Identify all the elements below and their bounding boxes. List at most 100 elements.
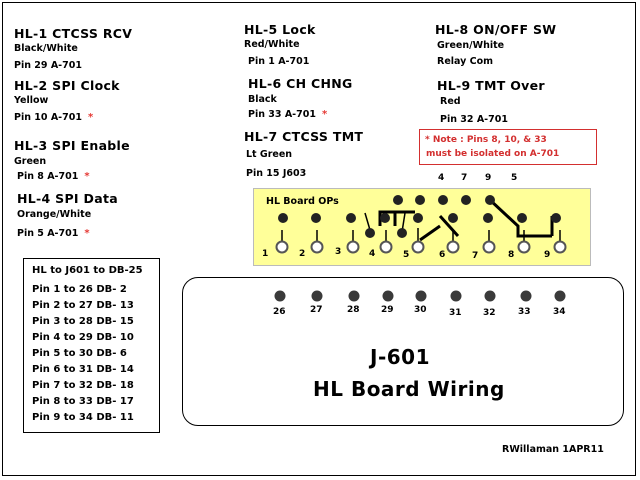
hl7-wire: Lt Green — [246, 149, 293, 160]
connector-pin — [450, 290, 462, 302]
top-socket — [346, 213, 356, 223]
top-pin-number: 5 — [511, 173, 517, 183]
hl3-wire: Green — [14, 156, 47, 167]
board-pin-numbers: 1 2 3 4 5 6 7 8 9 — [262, 247, 550, 261]
hl1-title: HL-1 CTCSS RCV — [14, 26, 133, 41]
connector-pin-number: 30 — [414, 305, 427, 315]
connector-pin-row — [274, 290, 566, 302]
connector-pin-number: 34 — [553, 307, 566, 317]
board-pin-number: 5 — [403, 250, 409, 260]
hl6-wire: Black — [248, 94, 277, 105]
hl2-pin-row: Pin 10 A-701 * — [14, 112, 93, 123]
hl4-wire: Orange/White — [17, 209, 92, 220]
hl9-wire: Red — [440, 96, 461, 107]
top-socket — [438, 195, 448, 205]
board-pin-number: 9 — [544, 250, 550, 260]
hl2-title: HL-2 SPI Clock — [14, 78, 120, 93]
connector-pin-number: 28 — [347, 305, 360, 315]
hl-board-label: HL Board OPs — [266, 196, 339, 207]
lead-line — [364, 212, 371, 231]
top-socket — [517, 213, 527, 223]
top-socket — [448, 213, 458, 223]
board-pin-number: 3 — [335, 247, 341, 257]
xref-title: HL to J601 to DB-25 — [32, 265, 143, 276]
hl1-pin: Pin 29 A-701 — [14, 60, 82, 71]
top-socket — [365, 228, 375, 238]
top-socket — [413, 213, 423, 223]
hl3-title: HL-3 SPI Enable — [14, 138, 130, 153]
top-socket — [461, 195, 471, 205]
hl9-title: HL-9 TMT Over — [437, 78, 545, 93]
connector-pin-number: 27 — [310, 305, 323, 315]
hl2-asterisk: * — [87, 112, 94, 123]
board-pin-number: 7 — [472, 251, 478, 261]
hl1-wire: Black/White — [14, 43, 78, 54]
hl5-pin: Pin 1 A-701 — [248, 56, 310, 67]
hl8-pin: Relay Com — [437, 56, 494, 67]
connector-pin — [274, 290, 286, 302]
hl5-wire: Red/White — [244, 39, 300, 50]
xref-row: Pin 8 to 33 DB- 17 — [32, 396, 134, 407]
board-pin-number: 1 — [262, 249, 268, 259]
signature: RWillaman 1APR11 — [502, 444, 604, 455]
board-pin-number: 8 — [508, 250, 514, 260]
connector-pin-number: 33 — [518, 307, 531, 317]
isolation-note-box: * Note : Pins 8, 10, & 33 must be isolat… — [419, 129, 597, 165]
board-pin-number: 4 — [369, 249, 375, 259]
top-pin-numbers: 4 7 9 5 — [438, 173, 517, 183]
top-pin-number: 7 — [461, 173, 467, 183]
top-socket — [397, 228, 407, 238]
hl7-title: HL-7 CTCSS TMT — [244, 129, 364, 144]
top-socket — [380, 213, 390, 223]
pin-cross-reference-box: HL to J601 to DB-25 Pin 1 to 26 DB- 2 Pi… — [23, 258, 160, 433]
connector-pin-number: 31 — [449, 308, 462, 318]
hl3-asterisk: * — [84, 171, 90, 182]
hl8-title: HL-8 ON/OFF SW — [435, 22, 557, 37]
hl8-wire: Green/White — [437, 40, 505, 51]
note-line-2: must be isolated on A-701 — [426, 149, 560, 159]
hl2-wire: Yellow — [14, 95, 49, 106]
diagram-frame — [2, 2, 636, 476]
hl3-pin-row: Pin 8 A-701 * — [17, 171, 90, 182]
output-pad — [411, 240, 425, 254]
hl4-title: HL-4 SPI Data — [17, 191, 118, 206]
hl6-asterisk: * — [321, 109, 328, 120]
wire-segment — [419, 224, 441, 242]
wire-segment — [438, 214, 460, 238]
top-socket — [278, 213, 288, 223]
connector-pin — [382, 290, 394, 302]
hl3-pin: Pin 8 A-701 — [17, 171, 79, 182]
xref-row: Pin 5 to 30 DB- 6 — [32, 348, 127, 359]
j601-connector-outline — [182, 277, 624, 426]
connector-title: J-601 — [370, 345, 430, 369]
top-socket — [311, 213, 321, 223]
hl2-pin: Pin 10 A-701 — [14, 112, 82, 123]
xref-row: Pin 3 to 28 DB- 15 — [32, 316, 134, 327]
hl4-asterisk: * — [84, 228, 90, 239]
top-pin-number: 9 — [485, 173, 491, 183]
top-socket — [551, 213, 561, 223]
hl6-title: HL-6 CH CHNG — [248, 76, 353, 91]
output-pad — [446, 240, 460, 254]
output-pad — [346, 240, 360, 254]
xref-row: Pin 2 to 27 DB- 13 — [32, 300, 134, 311]
xref-row: Pin 7 to 32 DB- 18 — [32, 380, 134, 391]
connector-pin-number: 26 — [273, 307, 286, 317]
connector-pin — [484, 290, 496, 302]
note-line-1: * Note : Pins 8, 10, & 33 — [425, 135, 547, 145]
connector-pin — [348, 290, 360, 302]
output-pad — [553, 240, 567, 254]
connector-pin — [311, 290, 323, 302]
board-output-pads — [275, 240, 567, 254]
connector-subtitle: HL Board Wiring — [313, 377, 505, 401]
board-pin-number: 6 — [439, 250, 445, 260]
output-pad — [310, 240, 324, 254]
top-socket — [483, 213, 493, 223]
board-pin-number: 2 — [299, 249, 305, 259]
xref-row: Pin 1 to 26 DB- 2 — [32, 284, 127, 295]
output-pad — [379, 240, 393, 254]
connector-pin — [415, 290, 427, 302]
top-socket — [393, 195, 403, 205]
top-socket-row — [278, 195, 561, 238]
